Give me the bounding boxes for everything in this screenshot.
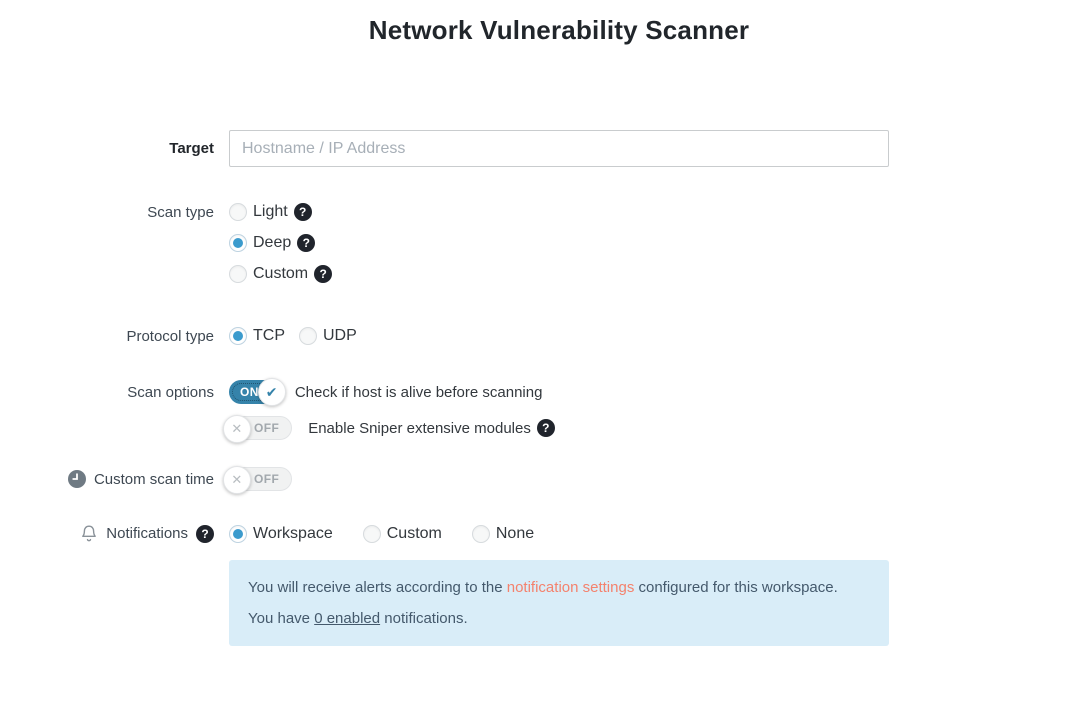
radio-custom-notif[interactable]	[362, 524, 381, 543]
notice-text: You have	[248, 610, 315, 627]
notice-line-1: You will receive alerts according to the…	[248, 572, 870, 603]
radio-udp[interactable]	[299, 327, 317, 345]
sniper-toggle-label: Enable Sniper extensive modules ?	[308, 419, 555, 437]
radio-workspace[interactable]	[229, 524, 247, 543]
sniper-toggle[interactable]: ✕ OFF	[223, 415, 293, 443]
help-icon[interactable]: ?	[536, 419, 555, 437]
host-alive-toggle-row: ON ✔ Check if host is alive before scann…	[229, 378, 555, 406]
notifications-row: Notifications ? Workspace Custom None	[0, 524, 1089, 543]
radio-option-udp[interactable]: UDP	[299, 327, 357, 345]
page-title: Network Vulnerability Scanner	[368, 15, 750, 45]
radio-label-none: None	[495, 524, 535, 542]
radio-label-udp: UDP	[323, 327, 357, 344]
radio-light[interactable]	[229, 203, 247, 221]
radio-option-custom[interactable]: Custom ?	[229, 265, 333, 283]
scan-options-row: Scan options ON ✔ Check if host is alive…	[0, 378, 1089, 443]
radio-label-workspace: Workspace	[253, 524, 333, 542]
radio-label-light: Light	[253, 203, 288, 220]
clock-icon	[67, 470, 86, 488]
notification-settings-link[interactable]: notification settings	[506, 579, 635, 596]
radio-option-custom-notif[interactable]: Custom	[362, 524, 442, 543]
custom-scan-time-row: Custom scan time ✕ OFF	[0, 466, 1089, 494]
custom-scan-time-toggle[interactable]: ✕ OFF	[223, 466, 293, 494]
radio-option-none[interactable]: None	[471, 524, 535, 543]
notice-line-2: You have 0 enabled notifications.	[248, 603, 870, 634]
radio-none[interactable]	[471, 524, 490, 543]
target-input[interactable]	[229, 130, 889, 167]
radio-label-custom-notif: Custom	[386, 524, 442, 542]
notice-text: You will receive alerts according to the	[248, 579, 507, 596]
host-alive-toggle-label: Check if host is alive before scanning	[294, 383, 543, 401]
cross-icon: ✕	[223, 415, 251, 443]
scan-type-options: Light ? Deep ? Custom ?	[229, 203, 333, 283]
enabled-notifications-link[interactable]: 0 enabled	[314, 610, 381, 627]
scan-options-toggles: ON ✔ Check if host is alive before scann…	[223, 378, 555, 443]
sniper-toggle-row: ✕ OFF Enable Sniper extensive modules ?	[223, 414, 555, 443]
bell-icon	[82, 525, 97, 542]
scan-type-label: Scan type	[147, 203, 214, 221]
sniper-toggle-label-text: Enable Sniper extensive modules	[308, 419, 531, 437]
radio-tcp[interactable]	[229, 327, 247, 345]
custom-scan-time-label: Custom scan time	[93, 470, 214, 488]
help-icon[interactable]: ?	[196, 524, 214, 543]
host-alive-toggle[interactable]: ON ✔	[229, 378, 286, 406]
protocol-options: TCP UDP	[229, 327, 371, 345]
radio-label-tcp: TCP	[253, 327, 285, 344]
check-icon: ✔	[257, 378, 286, 406]
radio-deep[interactable]	[229, 234, 247, 252]
notice-box: You will receive alerts according to the…	[229, 560, 889, 646]
target-row: Target	[0, 130, 1089, 167]
toggle-state-text: OFF	[254, 421, 280, 435]
protocol-type-row: Protocol type TCP UDP	[0, 327, 1089, 345]
notifications-label: Notifications	[106, 525, 188, 542]
help-icon[interactable]: ?	[293, 203, 312, 221]
notifications-options: Workspace Custom None	[229, 524, 564, 543]
toggle-state-text: OFF	[254, 472, 280, 486]
notice-text: configured for this workspace.	[634, 579, 838, 596]
radio-option-deep[interactable]: Deep ?	[229, 234, 332, 252]
target-label: Target	[169, 140, 214, 157]
help-icon[interactable]: ?	[297, 234, 316, 252]
scan-options-label: Scan options	[127, 383, 214, 401]
scan-type-row: Scan type Light ? Deep ? Custom ?	[0, 203, 1089, 283]
radio-option-workspace[interactable]: Workspace	[229, 524, 333, 543]
radio-option-tcp[interactable]: TCP	[229, 327, 285, 345]
radio-custom[interactable]	[229, 265, 247, 283]
radio-label-deep: Deep	[253, 234, 292, 251]
help-icon[interactable]: ?	[314, 265, 333, 283]
protocol-type-label: Protocol type	[126, 327, 214, 345]
cross-icon: ✕	[223, 466, 251, 494]
toggle-state-text: ON	[240, 385, 259, 399]
radio-option-light[interactable]: Light ?	[229, 203, 332, 221]
notice-text: notifications.	[380, 610, 468, 627]
radio-label-custom: Custom	[253, 265, 309, 282]
